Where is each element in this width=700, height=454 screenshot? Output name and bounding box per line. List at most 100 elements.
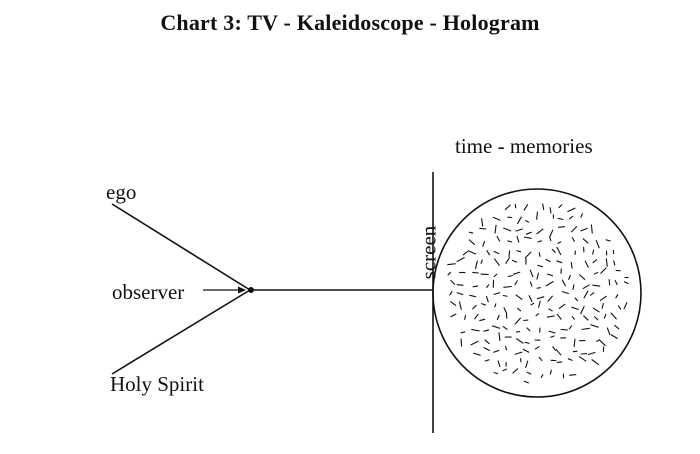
memory-fragment [479,227,487,230]
memory-fragment [460,338,463,347]
memory-fragment [449,300,457,307]
memory-fragment [572,284,575,291]
memory-fragment [502,294,508,297]
memory-fragment [516,250,522,253]
memories-sphere [432,188,642,398]
memory-fragment [502,325,508,331]
memory-fragment [515,294,523,300]
memory-fragment [605,258,608,267]
memory-fragment [512,271,521,275]
memory-fragment [456,284,464,286]
memory-fragment [447,271,452,276]
memory-fragment [497,360,501,368]
memory-fragment [525,231,532,235]
memory-fragment [496,235,501,242]
memory-fragment [615,294,619,299]
memory-fragment [504,204,511,211]
memory-fragment [484,339,490,345]
memory-fragment [456,256,465,263]
memory-fragment [514,317,522,325]
memory-fragment [515,228,523,232]
memory-fragment [450,313,457,318]
memory-fragment [570,226,578,233]
memory-fragment [546,273,554,277]
memory-fragment [567,274,572,281]
ego-label: ego [106,180,137,204]
memory-fragment [471,328,480,332]
memory-fragment [486,284,490,289]
memory-fragment [481,302,486,306]
memory-fragment [458,301,462,310]
memory-fragment [485,295,489,303]
memory-fragment [493,349,500,353]
memory-fragment [552,346,557,351]
memory-fragment [536,296,545,300]
memory-fragment [549,236,552,242]
memory-fragment [592,307,600,313]
memory-fragment [536,211,539,220]
memory-fragment [528,295,533,303]
memory-fragment [605,239,611,242]
memory-fragment [507,240,513,243]
memory-fragment [468,231,474,234]
memory-fragment [608,279,611,286]
memory-fragment [493,273,498,278]
memory-fragment [508,250,511,258]
memory-fragment [484,359,490,362]
memory-fragment [507,274,513,278]
memory-fragment [614,324,620,330]
memory-fragment [567,358,573,362]
memory-fragment [587,351,596,356]
memory-fragment [623,281,629,285]
memory-fragment [486,250,491,256]
memory-fragment [523,236,532,239]
memory-fragment [606,327,611,336]
memory-fragment [579,274,586,281]
memory-fragment [583,315,589,321]
memory-fragment [581,327,590,331]
memory-fragment [582,284,590,290]
memory-fragment [482,240,486,247]
memory-fragment [449,290,453,296]
memory-fragment [473,352,481,356]
memory-fragment [536,287,541,289]
memory-fragment [468,239,476,246]
memory-fragment [556,246,562,256]
memory-fragments [447,203,629,384]
memory-fragment [514,351,523,355]
memory-fragment [498,332,501,341]
memory-fragment [591,359,600,366]
memory-fragment [472,271,479,274]
memory-fragment [595,239,600,249]
memory-fragment [613,260,616,266]
memory-fragment [526,371,532,375]
memory-fragment [496,314,500,321]
memory-fragment [547,295,554,302]
memory-fragment [502,227,512,232]
memory-fragment [525,219,530,223]
memory-fragment [558,226,566,228]
memory-fragment [493,258,500,266]
memory-fragment [548,330,556,334]
memory-fragment [535,312,540,317]
memory-fragment [524,251,532,259]
memory-fragment [549,229,554,238]
memory-fragment [523,204,529,211]
memory-fragment [601,302,604,309]
memory-fragment [545,280,554,287]
memory-fragment [549,207,552,214]
memory-fragment [570,261,573,269]
holy-spirit-line [111,289,251,375]
memory-fragment [537,300,541,308]
memory-fragment [537,240,542,243]
memory-fragment [537,264,544,268]
memory-fragment [574,297,579,302]
memory-fragment [561,290,569,295]
memory-fragment [529,269,534,278]
memory-fragment [610,312,618,320]
memory-fragment [580,227,588,232]
memory-fragment [572,350,578,353]
memory-fragment [492,325,501,329]
memory-fragment [494,224,497,234]
